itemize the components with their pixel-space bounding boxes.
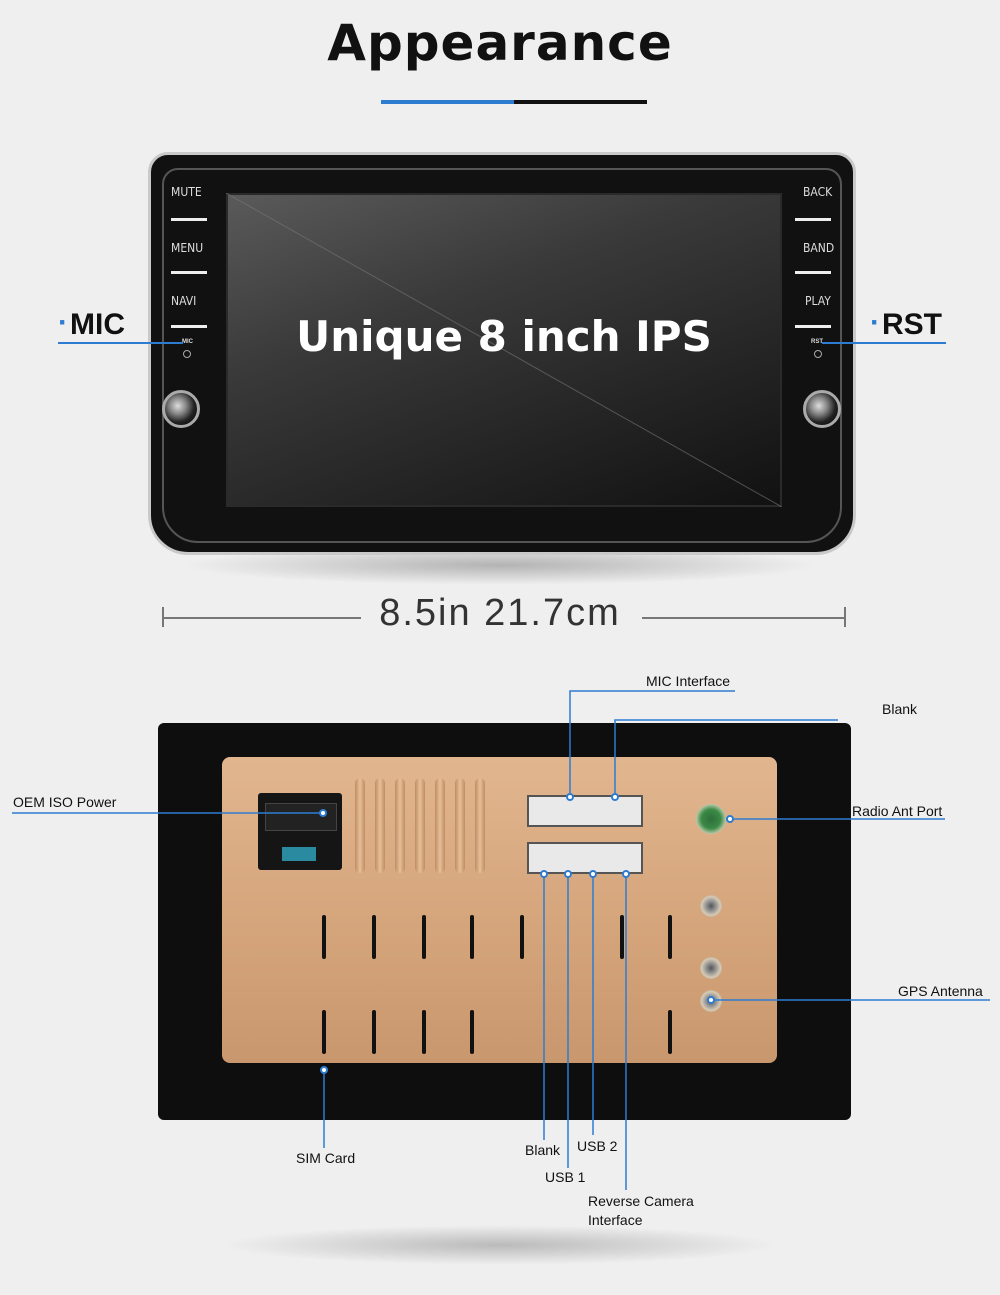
mic-blank-connector-row[interactable] [527, 795, 643, 827]
heatsink-rib [435, 778, 445, 873]
sma-port-icon[interactable] [700, 895, 722, 917]
mute-button[interactable]: MUTE [171, 185, 202, 199]
reset-hole-icon[interactable] [814, 350, 822, 358]
heatsink-rib [415, 778, 425, 873]
heatsink-rib [375, 778, 385, 873]
vent-slot [520, 915, 524, 959]
screen-headline: Unique 8 inch IPS [296, 312, 712, 361]
head-unit-bezel [162, 168, 842, 543]
title-underline-accent [381, 100, 514, 104]
usb1-label: USB 1 [545, 1169, 586, 1185]
volume-knob[interactable] [162, 390, 200, 428]
band-button[interactable]: BAND [803, 241, 835, 255]
radio-antenna-port[interactable] [696, 804, 726, 834]
vent-slot [668, 915, 672, 959]
iso-socket [265, 803, 337, 831]
mic-hole-icon [183, 350, 191, 358]
blank-bottom-label: Blank [525, 1142, 561, 1158]
navi-button[interactable]: NAVI [171, 294, 197, 308]
reverse-camera-label: Reverse Camera [588, 1193, 694, 1209]
vent-slot [470, 915, 474, 959]
sim-card-label: SIM Card [296, 1150, 356, 1166]
mic-callout-line [58, 342, 183, 344]
screen-glare-line [226, 193, 782, 507]
button-divider [171, 218, 207, 221]
blank-top-label: Blank [882, 701, 918, 717]
rst-callout-line [822, 342, 946, 344]
rst-small-label: RST [811, 339, 823, 345]
vent-slot [372, 1010, 376, 1054]
mic-callout-label: MIC [70, 308, 125, 341]
button-divider [795, 218, 831, 221]
title-underline-dark [514, 100, 647, 104]
mic-small-label: MIC [182, 339, 193, 345]
heatsink-rib [475, 778, 485, 873]
gps-antenna-label: GPS Antenna [898, 983, 983, 999]
iso-fuse [282, 847, 316, 861]
tune-knob[interactable] [803, 390, 841, 428]
dimension-tick-right [844, 607, 846, 627]
vent-slot [372, 915, 376, 959]
play-button[interactable]: PLAY [805, 294, 831, 308]
button-divider [795, 271, 831, 274]
vent-slot [620, 915, 624, 959]
sma-port-icon[interactable] [700, 957, 722, 979]
back-button[interactable]: BACK [803, 185, 833, 199]
radio-ant-port-label: Radio Ant Port [852, 803, 943, 819]
rst-callout-label: RST [882, 308, 942, 341]
mic-callout-dot-icon: · [58, 306, 68, 339]
heatsink-rib [355, 778, 365, 873]
reverse-camera-label-2: Interface [588, 1212, 643, 1228]
dimension-line-left [163, 617, 361, 619]
vent-slot [322, 1010, 326, 1054]
vent-slot [422, 915, 426, 959]
rst-callout-dot-icon: · [870, 306, 880, 339]
vent-slot [668, 1010, 672, 1054]
dimension-label: 8.5in 21.7cm [379, 592, 621, 634]
heatsink-rib [395, 778, 405, 873]
menu-button[interactable]: MENU [171, 241, 204, 255]
vent-slot [422, 1010, 426, 1054]
mic-interface-label: MIC Interface [646, 673, 731, 689]
usb2-label: USB 2 [577, 1138, 618, 1154]
button-divider [171, 325, 207, 328]
page-title: Appearance [327, 14, 673, 72]
button-divider [171, 271, 207, 274]
vent-slot [470, 1010, 474, 1054]
usb-camera-connector-row[interactable] [527, 842, 643, 874]
vent-slot [322, 915, 326, 959]
heatsink-rib [455, 778, 465, 873]
button-divider [795, 325, 831, 328]
dimension-line-right [642, 617, 845, 619]
oem-iso-power-label: OEM ISO Power [13, 794, 117, 810]
rear-shadow [220, 1225, 780, 1265]
